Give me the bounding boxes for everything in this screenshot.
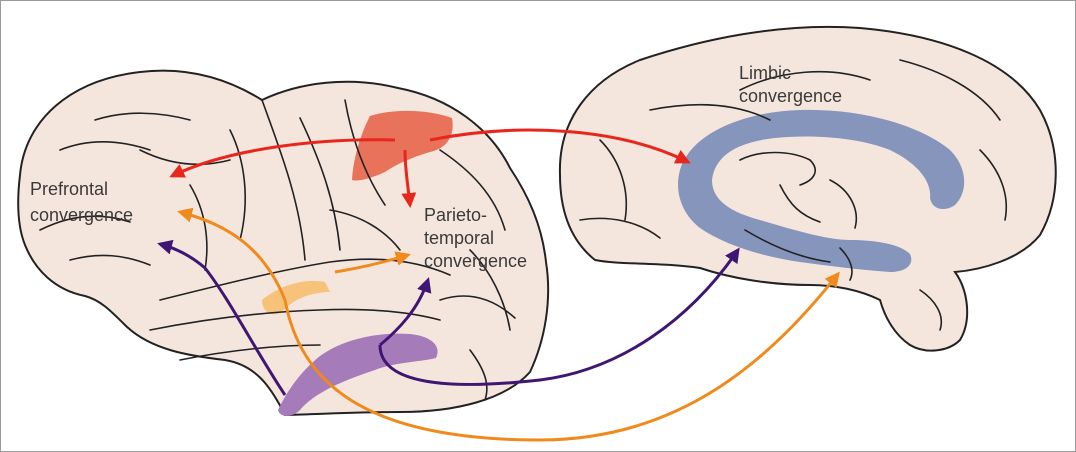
pathways bbox=[157, 128, 840, 442]
limbic-label-line1: Limbic bbox=[739, 63, 791, 83]
prefrontal-label-line2: convergence bbox=[30, 205, 133, 225]
parietotemporal-label: Parieto- temporal convergence bbox=[424, 205, 527, 271]
limbic-label-line2: convergence bbox=[739, 86, 842, 106]
medial-brain bbox=[558, 25, 1057, 352]
orange-arrow-to-prefrontal bbox=[177, 207, 287, 301]
limbic-label: Limbic convergence bbox=[739, 63, 842, 106]
limbic-region bbox=[678, 109, 965, 273]
parietotemporal-label-line1: Parieto- bbox=[424, 205, 487, 225]
parietotemporal-label-line2: temporal bbox=[424, 228, 494, 248]
lateral-brain bbox=[17, 69, 550, 417]
purple-arrow-to-prefrontal bbox=[157, 239, 287, 396]
parietal-region bbox=[352, 110, 453, 181]
medial-brain-outline bbox=[558, 25, 1057, 352]
orange-arrow-to-limbic bbox=[283, 271, 840, 442]
purple-arrow-to-parietotemporal bbox=[379, 277, 432, 347]
red-arrow-to-limbic bbox=[429, 128, 691, 164]
temporal-region bbox=[278, 333, 438, 416]
red-arrow-to-prefrontal bbox=[169, 138, 396, 178]
prefrontal-label-line1: Prefrontal bbox=[30, 179, 108, 199]
red-arrow-to-parietotemporal bbox=[401, 149, 417, 208]
prefrontal-label: Prefrontal convergence bbox=[30, 179, 133, 225]
orange-arrow-to-parietotemporal bbox=[334, 251, 411, 274]
purple-arrow-to-limbic bbox=[378, 247, 740, 386]
parietotemporal-label-line3: convergence bbox=[424, 251, 527, 271]
